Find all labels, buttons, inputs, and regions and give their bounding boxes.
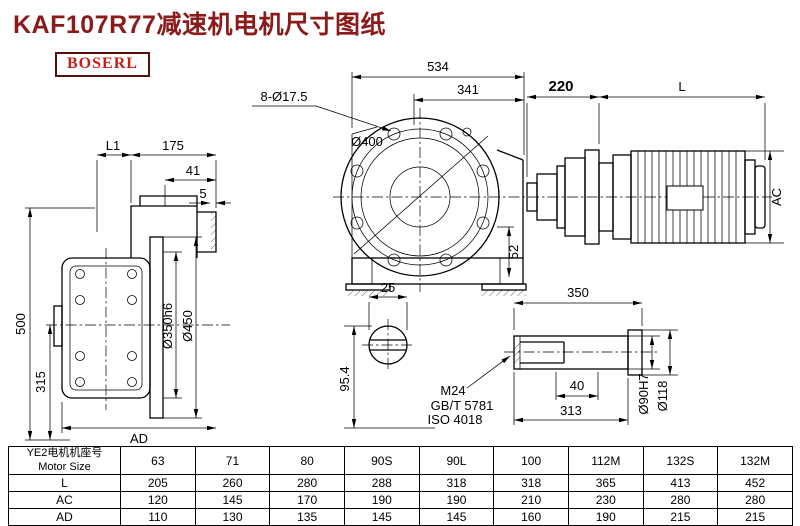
dim-d90h7: Ø90H7 [636,373,651,414]
table-row-AD: AD 110 130 135 145 145 160 190 215 215 [8,508,793,526]
dim-41: 41 [186,163,200,178]
dim-bolt-holes: 8-Ø17.5 [261,89,308,104]
motor-size-header: 132S [642,446,719,475]
dim-l1: L1 [106,138,120,153]
dim-value: 280 [269,474,345,492]
shaft-collar [627,329,643,376]
page-title: KAF107R77减速机电机尺寸图纸 [13,11,386,39]
dim-value: 190 [343,491,420,509]
dim-row-label: L [8,474,121,492]
dim-AC: AC [769,188,784,206]
dim-value: 145 [343,508,420,526]
table-row-AC: AC 120 145 170 190 190 210 230 280 280 [8,491,793,509]
motor-size-header: 90S [343,446,420,475]
dim-value: 280 [642,491,719,509]
dim-value: 145 [418,508,495,526]
motor-size-header: 112M [567,446,644,475]
dim-value: 210 [493,491,569,509]
dim-d118: Ø118 [655,381,670,412]
dim-value: 135 [269,508,345,526]
dim-value: 452 [717,474,793,492]
motor-size-header: 132M [717,446,793,475]
dim-value: 190 [418,491,495,509]
dim-534: 534 [427,59,449,74]
boserl-logo: BOSERL [55,52,150,77]
motor-size-header: 71 [194,446,271,475]
dim-value: 120 [120,491,196,509]
dim-value: 288 [343,474,420,492]
motor-size-header: 80 [269,446,345,475]
dim-row-label: AC [8,491,121,509]
dim-d400: Ø400 [351,134,383,149]
gearbox-base [351,257,524,285]
motor-size-header: 90L [418,446,495,475]
motor-size-header: 63 [120,446,196,475]
dim-value: 170 [269,491,345,509]
dim-value: 215 [717,508,793,526]
dim-value: 260 [194,474,271,492]
note-gbt-5781: GB/T 5781 [431,398,494,413]
input-housing-top [130,205,198,258]
dim-value: 110 [120,508,196,526]
dim-d450: Ø450 [180,310,195,342]
dim-ad: AD [130,431,148,446]
dim-341: 341 [457,82,479,97]
output-flange-edge [149,236,164,419]
dim-L: L [678,79,685,94]
dim-d350h6: Ø350h6 [160,303,175,349]
shaft-body [513,335,629,370]
dim-315: 315 [33,371,48,393]
dim-row-label: AD [8,508,121,526]
dim-value: 413 [642,474,719,492]
dim-5: 5 [199,186,206,201]
table-corner-header: YE2电机机座号 Motor Size [8,446,121,475]
table-header-cn: YE2电机机座号 [26,447,103,460]
dim-95-4: 95.4 [337,366,352,391]
dim-313: 313 [560,403,582,418]
motor-size-header: 100 [493,446,569,475]
bore-detail: 25 95.4 M24 GB/T 5781 ISO 4018 [337,280,511,429]
note-m24: M24 [440,383,465,398]
hollow-shaft-end [53,305,63,347]
dim-25: 25 [381,280,395,295]
flange-bolt-holes [75,269,137,387]
front-bolt-holes [350,127,490,267]
dim-350: 350 [567,285,589,300]
fan-cover [754,165,766,229]
dim-500: 500 [13,313,28,335]
technical-drawing: L1 175 41 5 500 315 AD Ø350h6 Ø450 [13,59,784,446]
motor-size-table: YE2电机机座号 Motor Size 63 71 80 90S 90L 100… [8,446,793,526]
dim-value: 160 [493,508,569,526]
dim-value: 215 [642,508,719,526]
dim-value: 280 [717,491,793,509]
gearbox-front-view: 534 341 8-Ø17.5 Ø400 52 [252,59,772,296]
note-iso-4018: ISO 4018 [428,412,483,427]
motor-view: 220 L AC [526,78,784,245]
dim-value: 318 [493,474,569,492]
dim-value: 145 [194,491,271,509]
dim-value: 318 [418,474,495,492]
dim-value: 365 [567,474,644,492]
flange-circle [340,117,500,277]
dim-value: 190 [567,508,644,526]
eyebolt-hole [462,127,472,137]
dim-value: 205 [120,474,196,492]
dim-175: 175 [162,138,184,153]
dim-value: 230 [567,491,644,509]
table-header-en: Motor Size [38,460,91,473]
dim-52: 52 [506,245,521,259]
table-header-row: YE2电机机座号 Motor Size 63 71 80 90S 90L 100… [8,446,793,475]
dim-value: 130 [194,508,271,526]
table-row-L: L 205 260 280 288 318 318 365 413 452 [8,474,793,492]
bore-circle [368,325,408,365]
dim-40: 40 [570,378,584,393]
shaft-detail: 350 40 313 Ø90H7 Ø118 [504,285,678,425]
motor-nameplate [666,185,704,211]
dim-220: 220 [548,78,573,95]
gearbox-side-view: L1 175 41 5 500 315 AD Ø350h6 Ø450 [13,138,231,446]
